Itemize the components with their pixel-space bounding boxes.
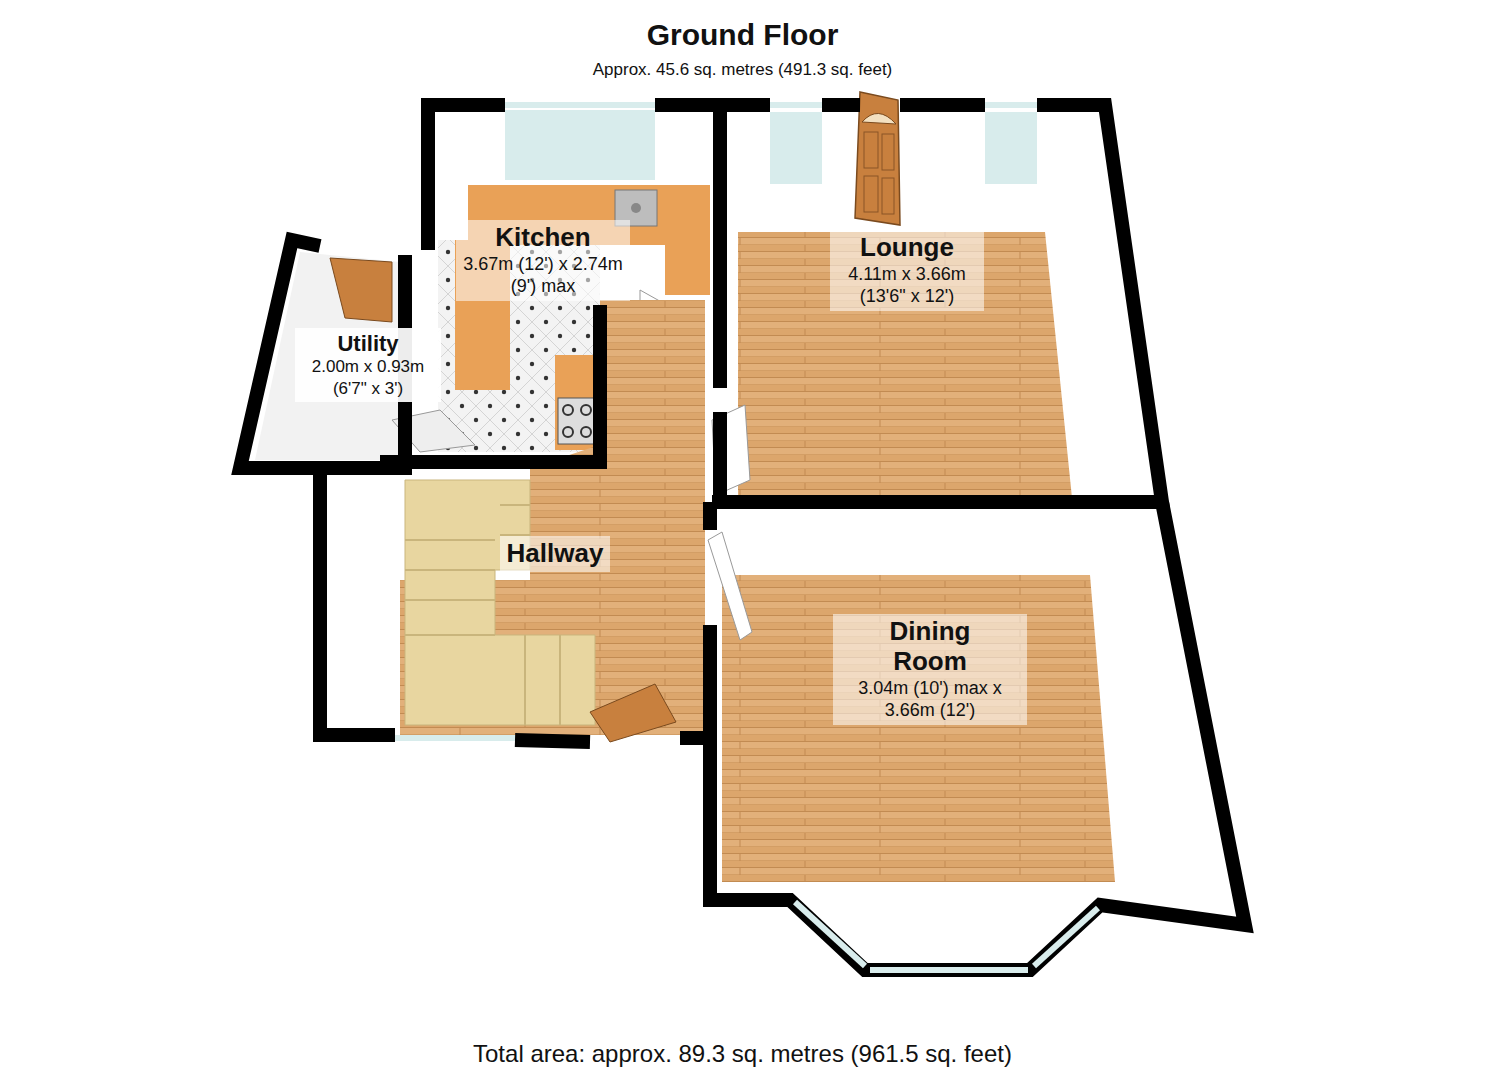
windows-part: [985, 102, 1037, 108]
plan-title: Ground Floor: [0, 18, 1485, 52]
windows-part: [770, 102, 822, 108]
hallway-area-part: [500, 504, 530, 506]
room-name: Hallway: [507, 539, 604, 569]
hallway-area-part: [405, 599, 495, 601]
lounge-room-part: [985, 112, 1037, 184]
total-area-caption: Total area: approx. 89.3 sq. metres (961…: [0, 1040, 1485, 1068]
hallway-area-part: [405, 539, 495, 541]
kitchen-room-part: [631, 203, 641, 213]
room-dimensions: 3.67m (12') x 2.74m (9') max: [463, 253, 623, 298]
room-dimensions: 4.11m x 3.66m (13'6" x 12'): [837, 263, 977, 308]
kitchen-room-part: [505, 110, 655, 180]
walls-part: [720, 98, 770, 112]
lounge-room-part: [864, 176, 878, 212]
walls-part: [900, 98, 985, 112]
lounge-room-part: [864, 132, 878, 168]
windows-part: [505, 102, 655, 108]
room-name: Lounge: [837, 233, 977, 263]
walls-part: [713, 412, 727, 500]
kitchen-room-part: [665, 245, 710, 295]
room-label: Utility2.00m x 0.93m (6'7" x 3'): [295, 328, 441, 402]
kitchen-room-part: [581, 405, 591, 415]
dining-room-part: [722, 575, 1115, 882]
windows-part: [870, 967, 1028, 973]
windows-part: [395, 735, 515, 741]
walls: [240, 105, 1245, 970]
walls-part: [515, 740, 590, 742]
hallway-area-part: [590, 684, 676, 742]
room-label: Hallway: [500, 536, 611, 572]
kitchen-room-part: [558, 398, 596, 444]
utility-room-part: [330, 258, 392, 322]
windows-part: [795, 902, 865, 966]
room-dimensions: 2.00m x 0.93m (6'7" x 3'): [302, 356, 434, 399]
windows: [395, 105, 1098, 970]
lounge-room-part: [882, 134, 894, 170]
hallway-area-part: [708, 532, 752, 640]
kitchen-room-part: [563, 427, 573, 437]
lounge-room-part: [862, 113, 896, 124]
area-note: Approx. 45.6 sq. metres (491.3 sq. feet): [0, 60, 1485, 80]
lounge-room-part: [770, 112, 822, 184]
dining-room-part: [718, 512, 1152, 575]
walls-part: [822, 98, 860, 112]
hallway-area-part: [600, 300, 705, 470]
lounge-room-part: [738, 232, 1072, 498]
room-dimensions: 3.04m (10') max x 3.66m (12'): [840, 677, 1020, 722]
lounge-room-part: [728, 112, 1100, 232]
walls-part: [680, 625, 710, 738]
walls-part: [710, 502, 1245, 970]
hallway-area-part: [405, 480, 595, 725]
room-name: Utility: [302, 331, 434, 356]
hallway-area-part: [405, 569, 495, 571]
kitchen-room-part: [581, 427, 591, 437]
walls-part: [655, 105, 720, 388]
hallway-area-part: [405, 634, 495, 636]
walls-part: [320, 468, 395, 735]
room-name: Kitchen: [463, 223, 623, 253]
hallway-area-part: [524, 635, 526, 725]
lounge-room-part: [882, 178, 894, 214]
walls-part: [703, 502, 717, 530]
walls-part: [712, 105, 1162, 502]
room-label: Lounge4.11m x 3.66m (13'6" x 12'): [830, 230, 984, 311]
windows-part: [1034, 908, 1098, 966]
room-label: Dining Room3.04m (10') max x 3.66m (12'): [833, 614, 1027, 725]
lounge-room: [728, 92, 1155, 498]
lounge-room-part: [855, 92, 900, 225]
room-name: Dining Room: [863, 617, 998, 677]
kitchen-room-part: [563, 405, 573, 415]
room-label: Kitchen3.67m (12') x 2.74m (9') max: [456, 220, 630, 301]
hallway-area-part: [559, 635, 561, 725]
